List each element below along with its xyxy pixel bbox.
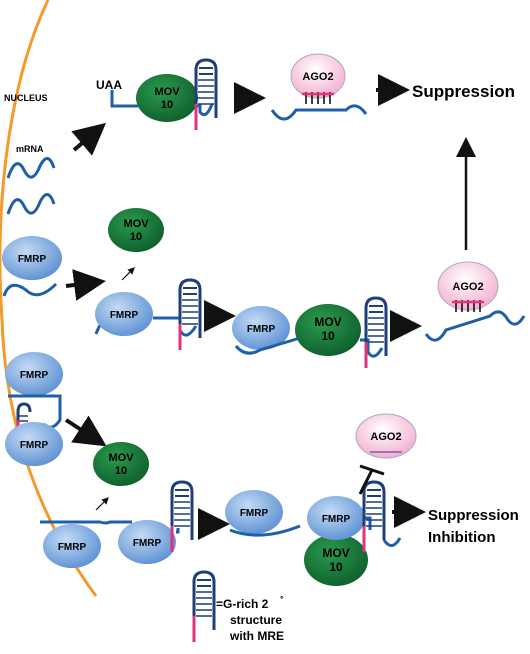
ago2-protein [355, 413, 417, 459]
release-arrow [121, 267, 135, 281]
mov10-label: 10 [115, 465, 127, 477]
mov10-protein [304, 534, 368, 586]
fmrp-protein [43, 524, 101, 568]
nucleus-membrane [0, 0, 98, 597]
row1-mrna [110, 90, 214, 117]
fmrp-protein [225, 490, 283, 534]
mov10-label: MOV [154, 86, 180, 98]
fmrp-protein [307, 496, 365, 540]
mrna-strand-2 [6, 193, 56, 215]
arrow-to-row1 [71, 122, 107, 156]
mrna-strand-1 [6, 157, 56, 179]
ago2-label: AGO2 [370, 431, 401, 443]
g-rich-hairpin [194, 58, 218, 132]
uaa-label: UAA [96, 78, 122, 92]
arrow-to-row3 [64, 415, 107, 447]
suppression-label-top: Suppression [412, 82, 515, 101]
mov10-protein [295, 304, 361, 356]
row1-mrna-ago2 [270, 104, 368, 121]
mov10-label: MOV [322, 546, 349, 560]
mre-binding [455, 300, 481, 312]
fmrp-protein [232, 306, 290, 350]
nucleus-label: NUCLEUS [4, 93, 48, 103]
legend-text-line3: with MRE [229, 629, 284, 643]
fmrp-protein-nucleus [5, 352, 63, 396]
release-arrow [95, 497, 109, 511]
fmrp-label: FMRP [20, 370, 49, 381]
fmrp-label: FMRP [110, 310, 139, 321]
mov10-released [93, 442, 149, 486]
mov10-label: 10 [329, 560, 343, 574]
fmrp-protein-nucleus [2, 236, 62, 280]
fmrp-label: FMRP [322, 514, 351, 525]
inhibition-label: Inhibition [428, 529, 495, 546]
mov10-label: MOV [123, 218, 149, 230]
fmrp-label: FMRP [18, 254, 47, 265]
legend-text-line1: =G-rich 2 [216, 597, 269, 611]
ago2-label: AGO2 [302, 71, 333, 83]
fmrp-label: FMRP [247, 324, 276, 335]
suppression-label-bottom: Suppression [428, 507, 519, 524]
legend-degree: ° [280, 594, 284, 604]
fmrp-label: FMRP [20, 440, 49, 451]
fmrp-protein-nucleus [5, 422, 63, 466]
fmrp-label: FMRP [240, 508, 269, 519]
legend: =G-rich 2 ° structure with MRE [192, 570, 284, 644]
fmrp-protein [95, 292, 153, 336]
mov10-label: MOV [314, 315, 341, 329]
mrna-label: mRNA [16, 144, 44, 154]
fmrp-protein [118, 520, 176, 564]
mov10-protein [136, 74, 198, 122]
ago2-label: AGO2 [452, 281, 483, 293]
fmrp-label: FMRP [58, 542, 87, 553]
arrow-to-row2 [65, 269, 106, 301]
mov10-released [108, 208, 164, 252]
g-rich-hairpin [364, 296, 388, 370]
mov10-label: 10 [321, 329, 335, 343]
mov10-label: 10 [161, 99, 173, 111]
g-rich-hairpin [178, 278, 202, 352]
mre-binding [305, 92, 331, 104]
inhibition-bar [358, 464, 385, 495]
fmrp-label: FMRP [133, 538, 162, 549]
legend-text-line2: structure [230, 613, 282, 627]
legend-hairpin-icon [192, 570, 216, 644]
mov10-label: MOV [108, 452, 134, 464]
mov10-label: 10 [130, 231, 142, 243]
